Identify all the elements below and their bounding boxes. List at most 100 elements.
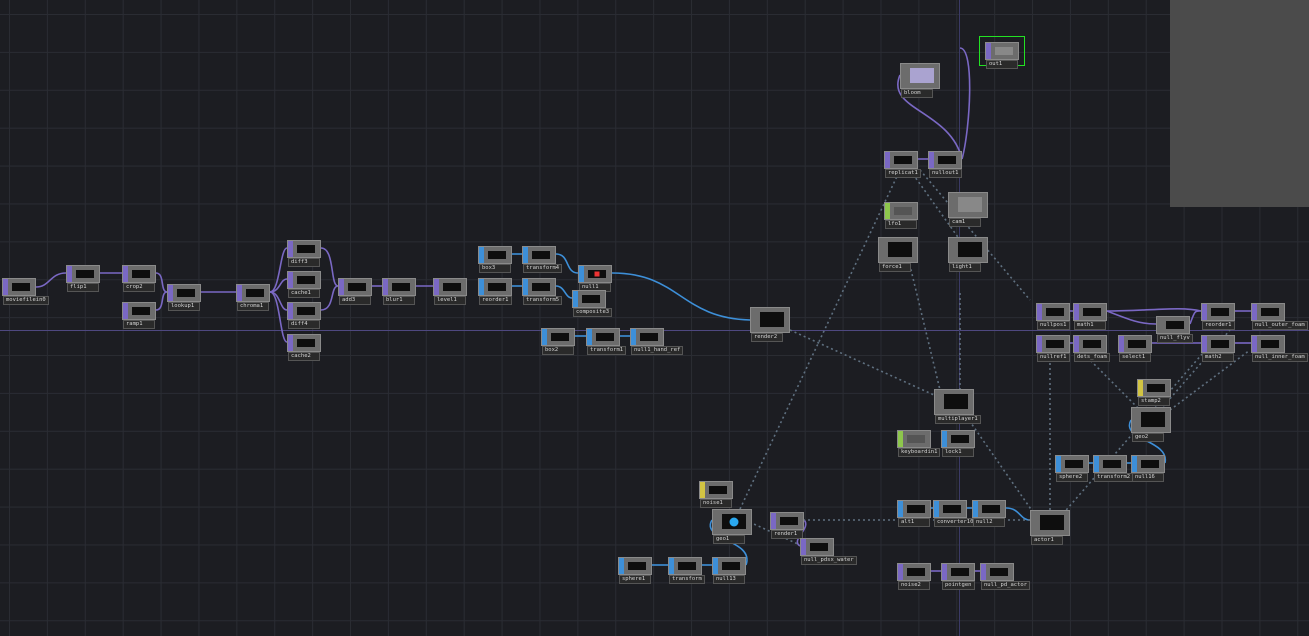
node-math1[interactable]: math1 <box>1073 303 1107 330</box>
node-diff3[interactable]: diff3 <box>287 240 321 267</box>
node-moviefilein[interactable]: moviefilein0 <box>2 278 49 305</box>
node-transform4[interactable]: transform4 <box>522 246 563 273</box>
node-label: moviefilein0 <box>3 296 49 305</box>
node-noise2[interactable]: noise2 <box>897 563 931 590</box>
node-math2[interactable]: math2 <box>1201 335 1235 362</box>
node-transform1[interactable]: transform1 <box>586 328 627 355</box>
node-out1[interactable]: out1 <box>979 36 1025 69</box>
node-null13[interactable]: null13 <box>712 557 746 584</box>
node-lock1[interactable]: lock1 <box>941 430 975 457</box>
node-label: nullout1 <box>929 169 962 178</box>
node-label: select1 <box>1119 353 1151 362</box>
node-pointgen[interactable]: pointgen <box>941 563 975 590</box>
node-flip1[interactable]: flip1 <box>66 265 100 292</box>
node-label: noise2 <box>898 581 930 590</box>
node-label: replicat1 <box>885 169 921 178</box>
node-crop2[interactable]: crop2 <box>122 265 156 292</box>
node-keyboardin1[interactable]: keyboardin1 <box>897 430 941 457</box>
node-label: cache2 <box>288 352 320 361</box>
node-null-pd-actor[interactable]: null_pd_actor <box>980 563 1031 590</box>
node-actor1[interactable]: actor1 <box>1030 510 1070 545</box>
node-label: flip1 <box>67 283 99 292</box>
node-render2[interactable]: render2 <box>750 307 790 342</box>
node-select1[interactable]: select1 <box>1118 335 1152 362</box>
node-bloom[interactable]: bloom <box>900 63 940 98</box>
node-lfo1[interactable]: lfo1 <box>884 202 918 229</box>
node-label: chroma1 <box>237 302 269 311</box>
node-label: sphere2 <box>1056 473 1088 482</box>
node-nullout1[interactable]: nullout1 <box>928 151 962 178</box>
node-box3[interactable]: box3 <box>478 246 512 273</box>
node-render1[interactable]: render1 <box>770 512 804 539</box>
node-cache1[interactable]: cache1 <box>287 271 321 298</box>
viewer-panel <box>1170 0 1309 207</box>
node-label: null_inner_foam <box>1252 353 1308 362</box>
node-label: level1 <box>434 296 466 305</box>
node-label: nullpos1 <box>1037 321 1070 330</box>
node-label: render2 <box>751 333 783 342</box>
node-label: alt1 <box>898 518 930 527</box>
node-nullref1[interactable]: nullref1 <box>1036 335 1070 362</box>
node-noise1[interactable]: noise1 <box>699 481 733 508</box>
node-chroma1[interactable]: chroma1 <box>236 284 270 311</box>
node-box2[interactable]: box2 <box>541 328 575 355</box>
node-label: add3 <box>339 296 371 305</box>
node-null16[interactable]: null16 <box>1131 455 1165 482</box>
node-dets-foam[interactable]: dets_foam <box>1073 335 1110 362</box>
node-lookup1[interactable]: lookup1 <box>167 284 201 311</box>
node-nullpos1[interactable]: nullpos1 <box>1036 303 1070 330</box>
node-label: null1_hand_ref <box>631 346 684 355</box>
node-label: null2 <box>973 518 1005 527</box>
node-null-flyv[interactable]: null_flyv <box>1156 316 1193 343</box>
node-label: transform <box>669 575 705 584</box>
node-blur1[interactable]: blur1 <box>382 278 416 305</box>
node-null1-hand-ref[interactable]: null1_hand_ref <box>630 328 684 355</box>
node-reorder1[interactable]: reorder1 <box>478 278 512 305</box>
node-null2[interactable]: null2 <box>972 500 1006 527</box>
node-transform5[interactable]: transform5 <box>522 278 563 305</box>
node-geo1[interactable]: geo1 <box>712 509 752 544</box>
node-label: lfo1 <box>885 220 917 229</box>
node-transform2[interactable]: transform2 <box>1093 455 1134 482</box>
node-label: transform5 <box>523 296 563 305</box>
node-label: blur1 <box>383 296 415 305</box>
node-label: actor1 <box>1031 536 1063 545</box>
node-ramp1[interactable]: ramp1 <box>122 302 156 329</box>
node-label: math1 <box>1074 321 1106 330</box>
node-light1[interactable]: light1 <box>948 237 988 272</box>
node-label: diff3 <box>288 258 320 267</box>
node-cache2[interactable]: cache2 <box>287 334 321 361</box>
node-force1[interactable]: force1 <box>878 237 918 272</box>
node-sphere2[interactable]: sphere2 <box>1055 455 1089 482</box>
node-label: dets_foam <box>1074 353 1110 362</box>
node-reorder2[interactable]: reorder1 <box>1201 303 1235 330</box>
node-diff4[interactable]: diff4 <box>287 302 321 329</box>
node-sphere1[interactable]: sphere1 <box>618 557 652 584</box>
node-label: light1 <box>949 263 981 272</box>
node-label: sphere1 <box>619 575 651 584</box>
node-alt1[interactable]: alt1 <box>897 500 931 527</box>
node-stamp2[interactable]: stamp2 <box>1137 379 1171 406</box>
node-multiplayer1[interactable]: multiplayer1 <box>934 389 981 424</box>
node-geo2[interactable]: geo2 <box>1131 407 1171 442</box>
node-composite3[interactable]: composite3 <box>572 290 613 317</box>
node-converter10[interactable]: converter10 <box>933 500 977 527</box>
node-null-outer-foam[interactable]: null_outer_foam <box>1251 303 1308 330</box>
node-label: out1 <box>986 60 1018 69</box>
node-null1[interactable]: null1 <box>578 265 612 292</box>
node-label: transform1 <box>587 346 627 355</box>
node-level1[interactable]: level1 <box>433 278 467 305</box>
node-label: geo1 <box>713 535 745 544</box>
node-label: composite3 <box>573 308 613 317</box>
node-label: transform4 <box>523 264 563 273</box>
node-add3[interactable]: add3 <box>338 278 372 305</box>
node-label: geo2 <box>1132 433 1164 442</box>
node-label: multiplayer1 <box>935 415 981 424</box>
node-label: null_outer_foam <box>1252 321 1308 330</box>
node-null-inner-foam[interactable]: null_inner_foam <box>1251 335 1308 362</box>
node-transform[interactable]: transform <box>668 557 705 584</box>
node-replicator1[interactable]: replicat1 <box>884 151 921 178</box>
node-null-pdsx-water[interactable]: null_pdsx_water <box>800 538 857 565</box>
node-cam1[interactable]: cam1 <box>948 192 988 227</box>
node-label: null16 <box>1132 473 1164 482</box>
